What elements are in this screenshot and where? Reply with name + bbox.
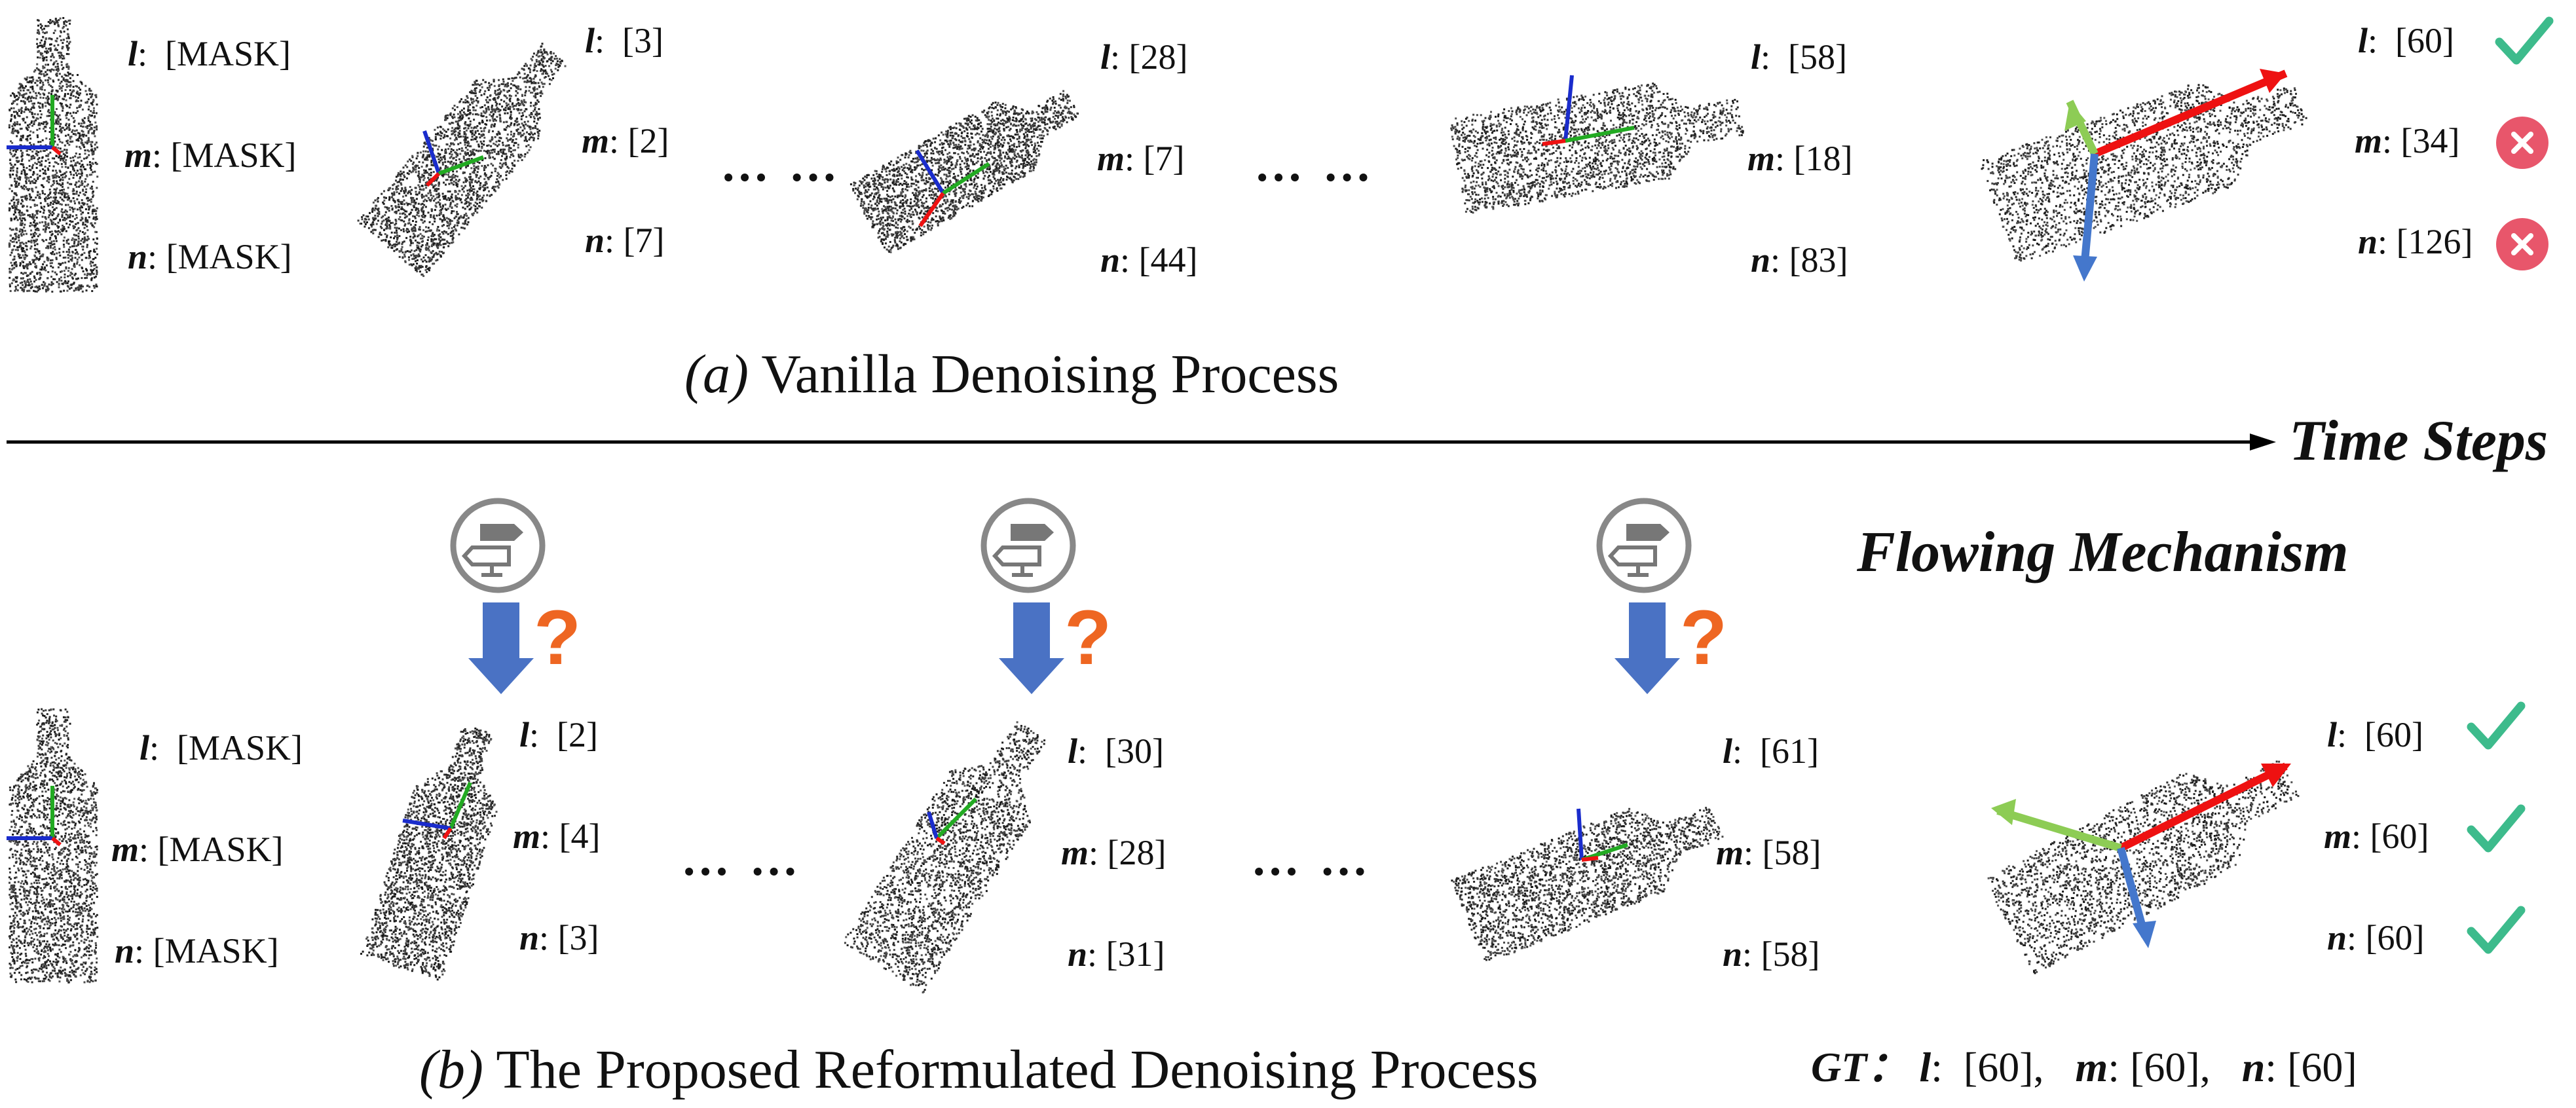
pointcloud-bottle-b1: [360, 728, 498, 981]
pointcloud-bottle-a1: [357, 43, 567, 277]
label-m-a0: m: [MASK]: [124, 138, 297, 173]
pointcloud-bottle-b0: [7, 708, 99, 984]
label-m-a4: m: [34]: [2355, 123, 2460, 158]
pointcloud-bottle-b2: [844, 721, 1046, 993]
check-icon: [2467, 804, 2526, 853]
label-n-b2: n: [31]: [1068, 936, 1165, 972]
label-n-b1: n: [3]: [519, 920, 599, 955]
down-arrow-icon: [468, 602, 534, 694]
cross-icon: [2496, 117, 2548, 169]
pose-axes: [1577, 808, 1628, 862]
label-l-a3: l: [58]: [1751, 39, 1847, 75]
ellipsis-b2: … …: [1251, 835, 1372, 883]
label-l-b2: l: [30]: [1068, 733, 1164, 769]
label-l-b4: l: [60]: [2327, 717, 2423, 752]
caption-proposed: (b) The Proposed Reformulated Denoising …: [419, 1043, 1538, 1098]
flowing-mechanism-label: Flowing Mechanism: [1857, 524, 2349, 582]
check-icon: [2467, 701, 2526, 750]
label-n-a4: n: [126]: [2358, 224, 2473, 259]
label-n-a3: n: [83]: [1751, 242, 1848, 278]
question-icon: ?: [1680, 599, 1727, 676]
pose-axes: [915, 149, 990, 227]
signpost-icon: [1596, 498, 1692, 593]
pose-axes: [422, 130, 485, 187]
label-l-a4: l: [60]: [2358, 23, 2454, 58]
question-icon: ?: [1064, 599, 1111, 676]
label-n-b3: n: [58]: [1723, 936, 1820, 972]
label-l-b0: l: [MASK]: [140, 730, 303, 766]
pose-axes-large: [2064, 69, 2288, 282]
label-m-b4: m: [60]: [2324, 819, 2429, 854]
label-m-b0: m: [MASK]: [111, 832, 284, 867]
signpost-icon: [450, 498, 546, 593]
check-icon: [2467, 906, 2526, 954]
pointcloud-bottle-b4: [1987, 760, 2300, 974]
time-axis-arrow: [7, 434, 2276, 451]
ellipsis-a2: … …: [1254, 141, 1375, 189]
pose-axes: [927, 797, 978, 845]
caption-vanilla: (a) Vanilla Denoising Process: [684, 347, 1339, 402]
down-arrow-icon: [999, 602, 1064, 694]
pointcloud-bottle-a2: [849, 90, 1079, 253]
pose-axes: [402, 781, 472, 840]
ellipsis-b1: … …: [681, 835, 802, 883]
question-icon: ?: [534, 599, 581, 676]
label-m-a2: m: [7]: [1097, 141, 1185, 176]
ellipsis-a1: … …: [720, 141, 842, 189]
label-n-a0: n: [MASK]: [128, 239, 292, 274]
cross-icon: [2496, 218, 2548, 270]
label-n-a1: n: [7]: [585, 223, 665, 258]
label-m-a1: m: [2]: [582, 123, 669, 158]
pose-axes: [7, 95, 62, 156]
signpost-icon: [980, 498, 1076, 593]
pointcloud-bottle-a0: [7, 17, 99, 293]
pointcloud-bottle-a3: [1450, 75, 1744, 214]
pointcloud-bottle-a4: [1981, 69, 2307, 282]
label-n-b0: n: [MASK]: [115, 933, 279, 969]
label-l-a1: l: [3]: [585, 23, 663, 58]
label-n-a2: n: [44]: [1100, 242, 1198, 278]
label-m-b3: m: [58]: [1716, 835, 1821, 870]
pose-axes: [1542, 75, 1635, 146]
label-l-a0: l: [MASK]: [128, 36, 291, 71]
label-m-a3: m: [18]: [1747, 141, 1853, 176]
check-icon: [2495, 16, 2554, 65]
pointcloud-bottle-b3: [1451, 807, 1724, 961]
time-steps-label: Time Steps: [2289, 413, 2548, 470]
label-l-b3: l: [61]: [1723, 733, 1819, 769]
label-m-b1: m: [4]: [513, 819, 601, 854]
label-m-b2: m: [28]: [1061, 835, 1167, 870]
label-l-a2: l: [28]: [1100, 39, 1188, 75]
down-arrow-icon: [1615, 602, 1680, 694]
ground-truth-line: GT： l: [60], m: [60], n: [60]: [1811, 1046, 2357, 1088]
pose-axes-large: [1991, 762, 2291, 948]
label-n-b4: n: [60]: [2327, 920, 2425, 955]
pose-axes: [7, 786, 62, 847]
label-l-b1: l: [2]: [519, 717, 598, 752]
